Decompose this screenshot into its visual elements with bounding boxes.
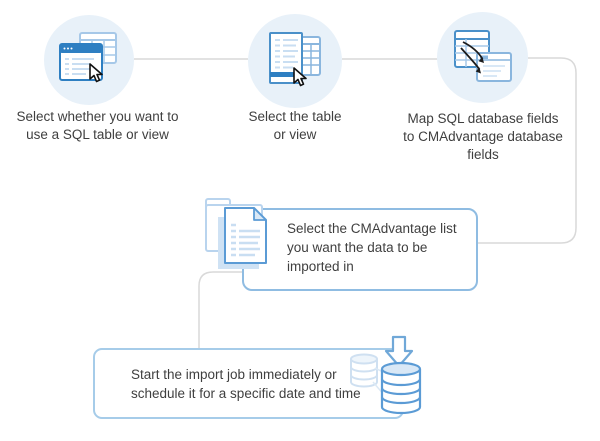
step2-circle — [248, 14, 342, 108]
connector-step3-box1 — [478, 57, 577, 244]
cursor-arrow-icon — [89, 63, 103, 83]
sql-table-select-icon — [59, 32, 117, 83]
connector-box1-box2 — [198, 271, 257, 348]
select-list-box-text: Select the CMAdvantage list you want the… — [287, 221, 457, 274]
ghost-database-icon — [350, 353, 378, 388]
database-cylinder-icon — [380, 361, 422, 415]
table-view-select-icon — [269, 32, 321, 87]
step3-circle — [437, 12, 528, 103]
select-list-box: Select the CMAdvantage list you want the… — [242, 208, 478, 291]
folder-document-icon — [203, 191, 275, 279]
database-import-icon — [343, 330, 428, 430]
cursor-arrow-icon — [293, 67, 307, 87]
download-arrow-icon — [384, 335, 414, 368]
field-mapping-icon — [453, 29, 512, 82]
start-job-box-text: Start the import job immediately or sche… — [131, 367, 361, 401]
step3-label: Map SQL database fields to CMAdvantage d… — [403, 111, 563, 162]
mapping-arrows — [459, 40, 484, 73]
step1-label: Select whether you want to use a SQL tab… — [16, 109, 179, 142]
step2-label: Select the table or view — [248, 109, 342, 142]
step1-circle — [44, 15, 134, 105]
